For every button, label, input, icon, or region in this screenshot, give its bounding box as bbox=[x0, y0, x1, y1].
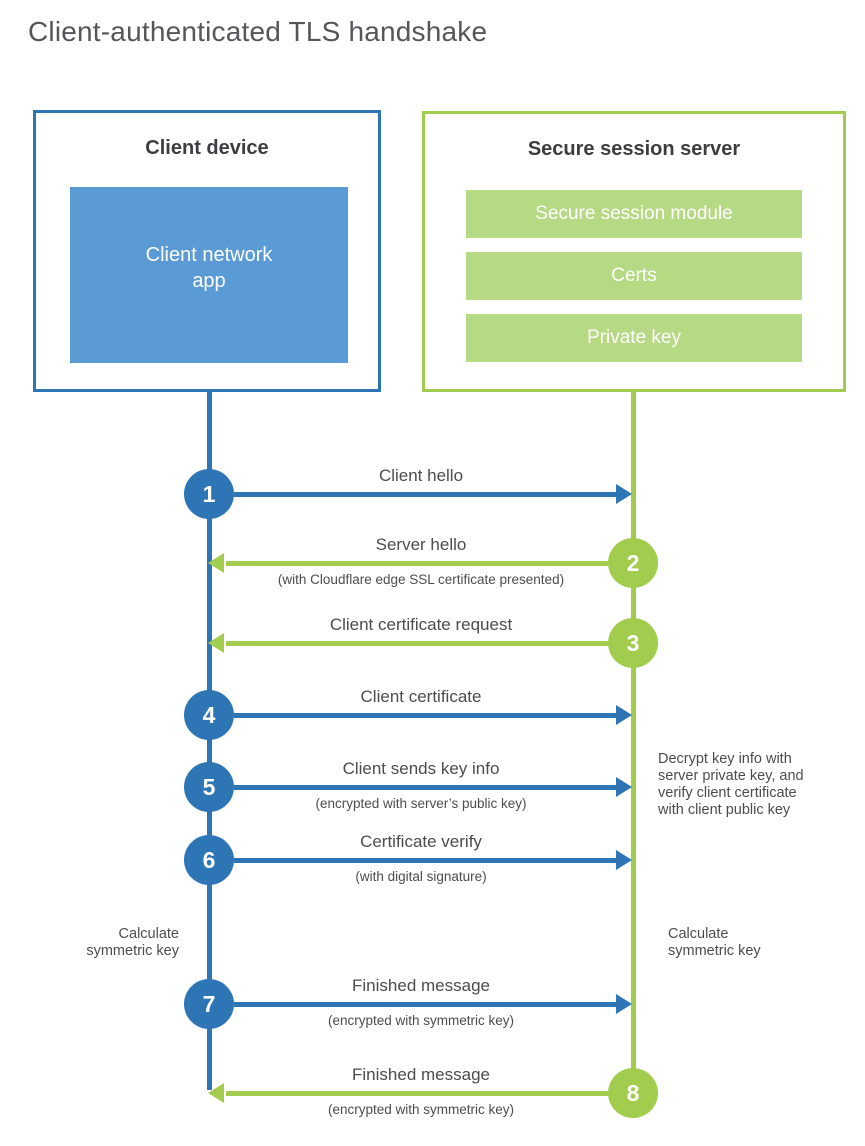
step-1-label: Client hello bbox=[378, 466, 464, 485]
server-lifeline bbox=[631, 392, 636, 1093]
step-5-arrow-shaft bbox=[234, 785, 618, 790]
step-1-arrow-shaft bbox=[234, 492, 618, 497]
client-network-app-label-line2: app bbox=[192, 270, 226, 292]
client-network-app-box: Client network app bbox=[70, 187, 348, 363]
step-5-label: Client sends key info bbox=[342, 759, 500, 778]
step-8-sublabel: (encrypted with symmetric key) bbox=[327, 1102, 515, 1117]
private-key-bar: Private key bbox=[466, 314, 802, 362]
step-7-number-badge: 7 bbox=[184, 979, 234, 1029]
decrypt-note-line1: Decrypt key info with bbox=[658, 751, 792, 767]
decrypt-note-line4: with client public key bbox=[658, 802, 791, 818]
step-3-arrow-shaft bbox=[226, 641, 608, 646]
step-4-arrowhead-icon bbox=[616, 705, 632, 725]
step-6-sublabel: (with digital signature) bbox=[355, 869, 487, 884]
page-title: Client-authenticated TLS handshake bbox=[28, 16, 488, 47]
step-4-number-badge: 4 bbox=[184, 690, 234, 740]
calculate-symmetric-key-note-client: Calculate symmetric key bbox=[39, 926, 179, 960]
secure-session-server-title: Secure session server bbox=[527, 138, 741, 160]
calc-right-line2: symmetric key bbox=[668, 943, 761, 959]
client-device-box: Client device Client network app bbox=[33, 110, 381, 392]
calc-left-line1: Calculate bbox=[118, 926, 179, 942]
decrypt-note-line2: server private key, and bbox=[658, 768, 804, 784]
step-8-arrow-shaft bbox=[226, 1091, 608, 1096]
step-5-sublabel: (encrypted with server’s public key) bbox=[315, 796, 527, 811]
step-1-number-badge: 1 bbox=[184, 469, 234, 519]
calculate-symmetric-key-note-server: Calculate symmetric key bbox=[668, 926, 761, 960]
client-device-title: Client device bbox=[145, 137, 269, 159]
decrypt-key-info-note: Decrypt key info with server private key… bbox=[658, 751, 853, 819]
step-6-arrowhead-icon bbox=[616, 850, 632, 870]
secure-session-module-bar: Secure session module bbox=[466, 190, 802, 238]
step-3-label: Client certificate request bbox=[329, 615, 513, 634]
certs-bar: Certs bbox=[466, 252, 802, 300]
step-2-arrowhead-icon bbox=[208, 553, 224, 573]
step-2-label: Server hello bbox=[375, 535, 467, 554]
step-3-arrowhead-icon bbox=[208, 633, 224, 653]
step-2-number-badge: 2 bbox=[608, 538, 658, 588]
decrypt-note-line3: verify client certificate bbox=[658, 785, 797, 801]
step-8-label: Finished message bbox=[352, 1065, 490, 1084]
step-8-number-badge: 8 bbox=[608, 1068, 658, 1118]
client-network-app-label-line1: Client network bbox=[145, 244, 273, 266]
step-8-arrowhead-icon bbox=[208, 1083, 224, 1103]
step-2-sublabel: (with Cloudflare edge SSL certificate pr… bbox=[277, 572, 565, 587]
step-2-arrow-shaft bbox=[226, 561, 608, 566]
step-7-arrowhead-icon bbox=[616, 994, 632, 1014]
step-4-arrow-shaft bbox=[234, 713, 618, 718]
step-7-sublabel: (encrypted with symmetric key) bbox=[327, 1013, 515, 1028]
step-3-number-badge: 3 bbox=[608, 618, 658, 668]
secure-session-server-box: Secure session server Secure session mod… bbox=[422, 111, 846, 392]
step-7-label: Finished message bbox=[352, 976, 490, 995]
calc-left-line2: symmetric key bbox=[86, 943, 179, 959]
step-5-arrowhead-icon bbox=[616, 777, 632, 797]
step-4-label: Client certificate bbox=[360, 687, 482, 706]
step-7-arrow-shaft bbox=[234, 1002, 618, 1007]
calc-right-line1: Calculate bbox=[668, 926, 729, 942]
step-5-number-badge: 5 bbox=[184, 762, 234, 812]
step-6-number-badge: 6 bbox=[184, 835, 234, 885]
step-6-label: Certificate verify bbox=[360, 832, 482, 851]
step-6-arrow-shaft bbox=[234, 858, 618, 863]
client-lifeline bbox=[207, 392, 212, 1090]
step-1-arrowhead-icon bbox=[616, 484, 632, 504]
